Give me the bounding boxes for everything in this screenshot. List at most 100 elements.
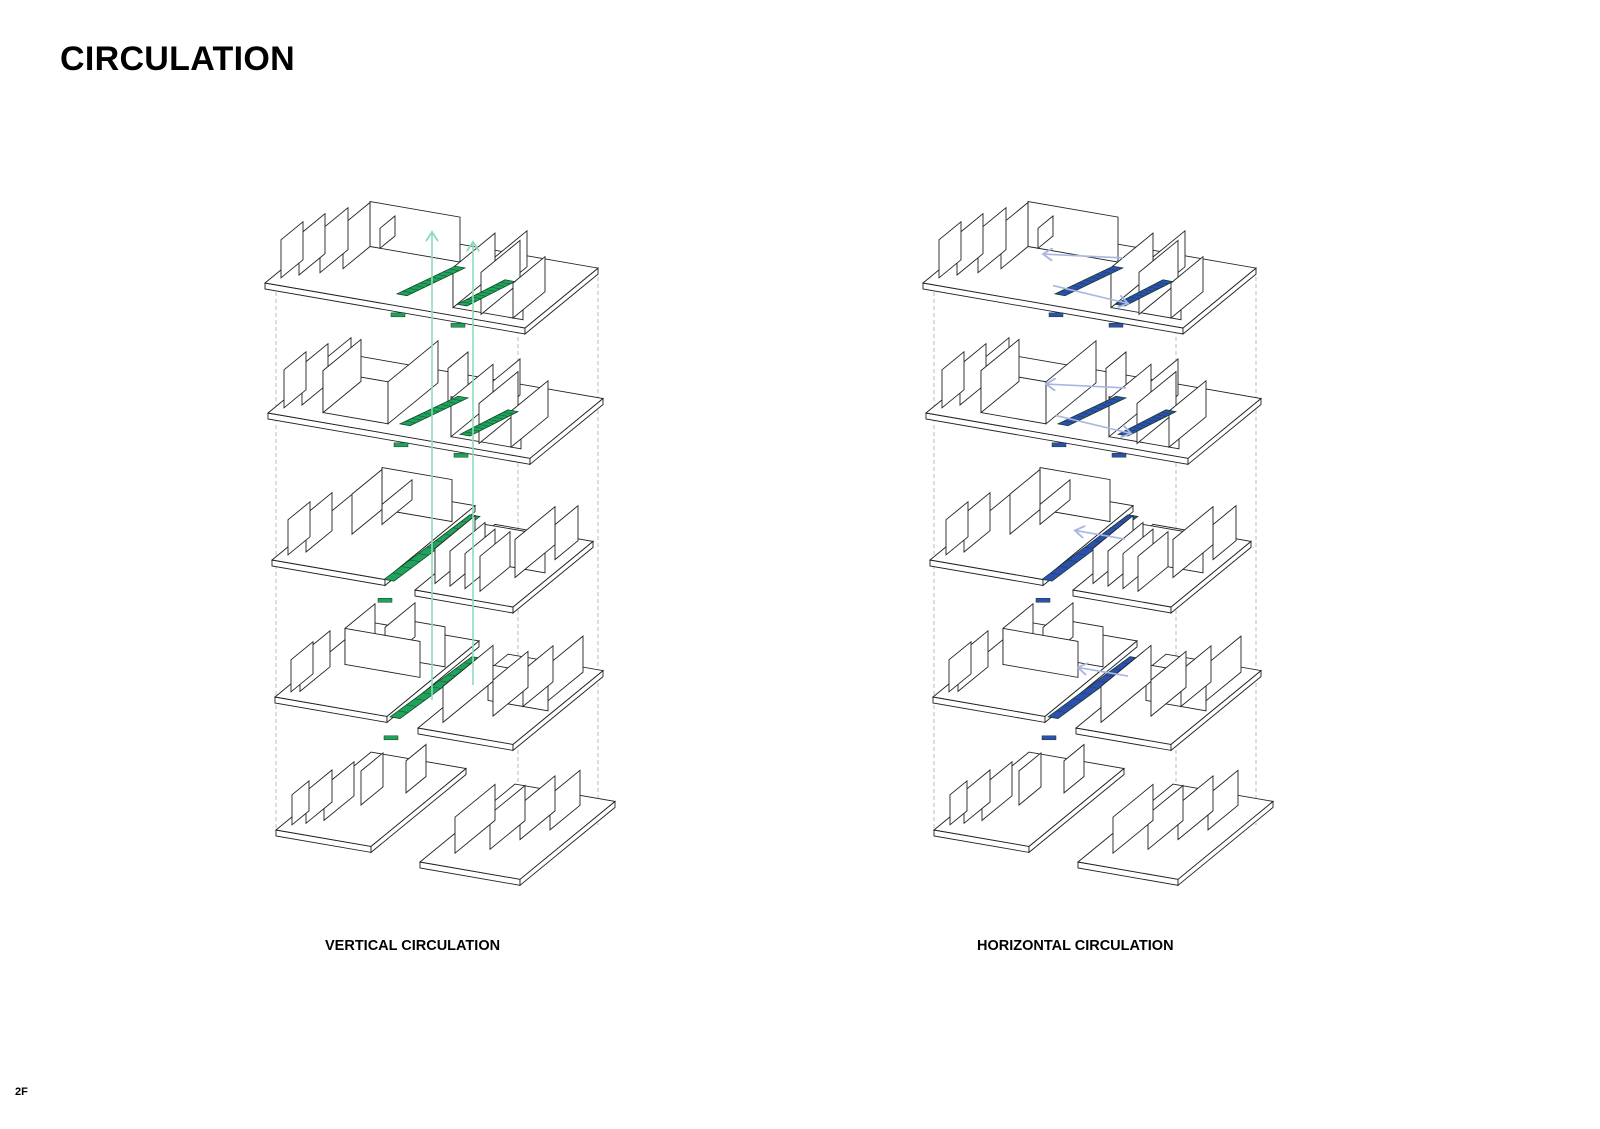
stair-tread	[1083, 279, 1095, 282]
stair-tread	[1104, 401, 1115, 404]
stair-landing	[1051, 442, 1067, 448]
stair-tread	[1101, 271, 1112, 274]
wall	[480, 239, 521, 316]
stair-landing	[453, 452, 469, 458]
wall	[1137, 530, 1169, 593]
floor-5	[921, 200, 1258, 335]
wall	[291, 779, 310, 826]
stair-tread	[425, 279, 437, 282]
floor-3	[928, 466, 1253, 614]
wall	[1018, 751, 1042, 806]
stair-tread	[1064, 704, 1075, 707]
wall	[280, 220, 304, 279]
stair-tread	[1161, 412, 1172, 415]
stair-tread	[1151, 416, 1162, 420]
stair-tread	[1067, 559, 1078, 562]
stair-tread	[417, 415, 428, 418]
stair-tread	[488, 419, 499, 422]
wall	[381, 478, 413, 526]
floor-4	[924, 336, 1263, 466]
stair-tread	[1089, 277, 1100, 280]
stair-tread	[418, 553, 429, 556]
stair-tread	[409, 559, 420, 562]
stair-tread	[408, 288, 419, 291]
stair-landing	[1048, 312, 1064, 318]
stair-tread	[493, 416, 504, 420]
stair-tread	[392, 572, 403, 575]
stair-tread	[498, 414, 509, 417]
stair-tread	[1095, 274, 1106, 277]
stair-tread	[485, 289, 496, 292]
wall	[360, 751, 384, 806]
wall	[387, 339, 439, 425]
wall	[949, 779, 968, 826]
stair-tread	[1138, 291, 1150, 294]
stair-tread	[503, 412, 514, 415]
stair-landing	[1111, 452, 1127, 458]
wall	[945, 500, 969, 556]
stair-tread	[1072, 698, 1083, 701]
stair-tread	[1075, 415, 1086, 418]
stair-tread	[479, 424, 490, 427]
stair-landing	[390, 312, 406, 318]
wall	[351, 468, 383, 536]
wall	[479, 530, 511, 593]
wall	[379, 215, 396, 250]
floor-2	[931, 601, 1263, 752]
wall	[1039, 478, 1071, 526]
stair-tread	[1141, 421, 1153, 424]
stair-tread	[500, 282, 511, 285]
wall	[1045, 339, 1097, 425]
stair-tread	[474, 426, 485, 429]
stair-tread	[1056, 710, 1067, 713]
stair-tread	[476, 294, 487, 297]
wall	[442, 644, 494, 724]
caption-horizontal-circulation: HORIZONTAL CIRCULATION	[977, 938, 1174, 954]
horizontal-circulation-arrow	[1052, 284, 1128, 304]
stair-tread	[1088, 686, 1100, 689]
wall	[510, 379, 549, 449]
wall	[405, 743, 427, 794]
wall	[1147, 784, 1184, 851]
horizontal-circulation-arrow	[1075, 530, 1126, 540]
wall	[1063, 743, 1085, 794]
stair-tread	[1129, 296, 1140, 299]
stair-landing	[383, 735, 399, 741]
stair-tread	[414, 698, 425, 701]
stair-tread	[1148, 286, 1159, 290]
stair-tread	[1143, 289, 1154, 292]
stair-tread	[437, 274, 448, 277]
stair-tread	[1076, 553, 1087, 556]
stair-tread	[1059, 566, 1070, 569]
stair-tread	[443, 271, 454, 274]
stair-tread	[446, 401, 457, 404]
page-number: 2F	[15, 1086, 28, 1098]
stair-tread	[401, 566, 412, 569]
stair-tread	[1146, 419, 1157, 422]
wall	[1172, 505, 1214, 579]
stair-tread	[428, 409, 440, 412]
stair-tread	[420, 282, 431, 285]
stair-tread	[1153, 284, 1164, 287]
stair-tread	[422, 692, 433, 695]
wall	[1168, 379, 1207, 449]
stair-tread	[431, 277, 442, 280]
stair-tread	[411, 418, 422, 421]
stair-landing	[1108, 322, 1124, 328]
wall	[1009, 468, 1041, 536]
stair-tread	[452, 398, 463, 401]
stair-tread	[434, 407, 445, 410]
stair-tread	[1134, 294, 1145, 297]
wall	[322, 338, 362, 414]
page-title: CIRCULATION	[60, 40, 295, 78]
wall	[980, 338, 1020, 414]
stair-tread	[466, 299, 477, 302]
stair-tread	[1132, 426, 1143, 429]
stair-tread	[1137, 424, 1148, 427]
stair-tread	[1050, 572, 1061, 575]
stair-tread	[1158, 282, 1169, 285]
stair-landing	[450, 322, 466, 328]
wall	[489, 784, 526, 851]
wall	[1100, 644, 1152, 724]
